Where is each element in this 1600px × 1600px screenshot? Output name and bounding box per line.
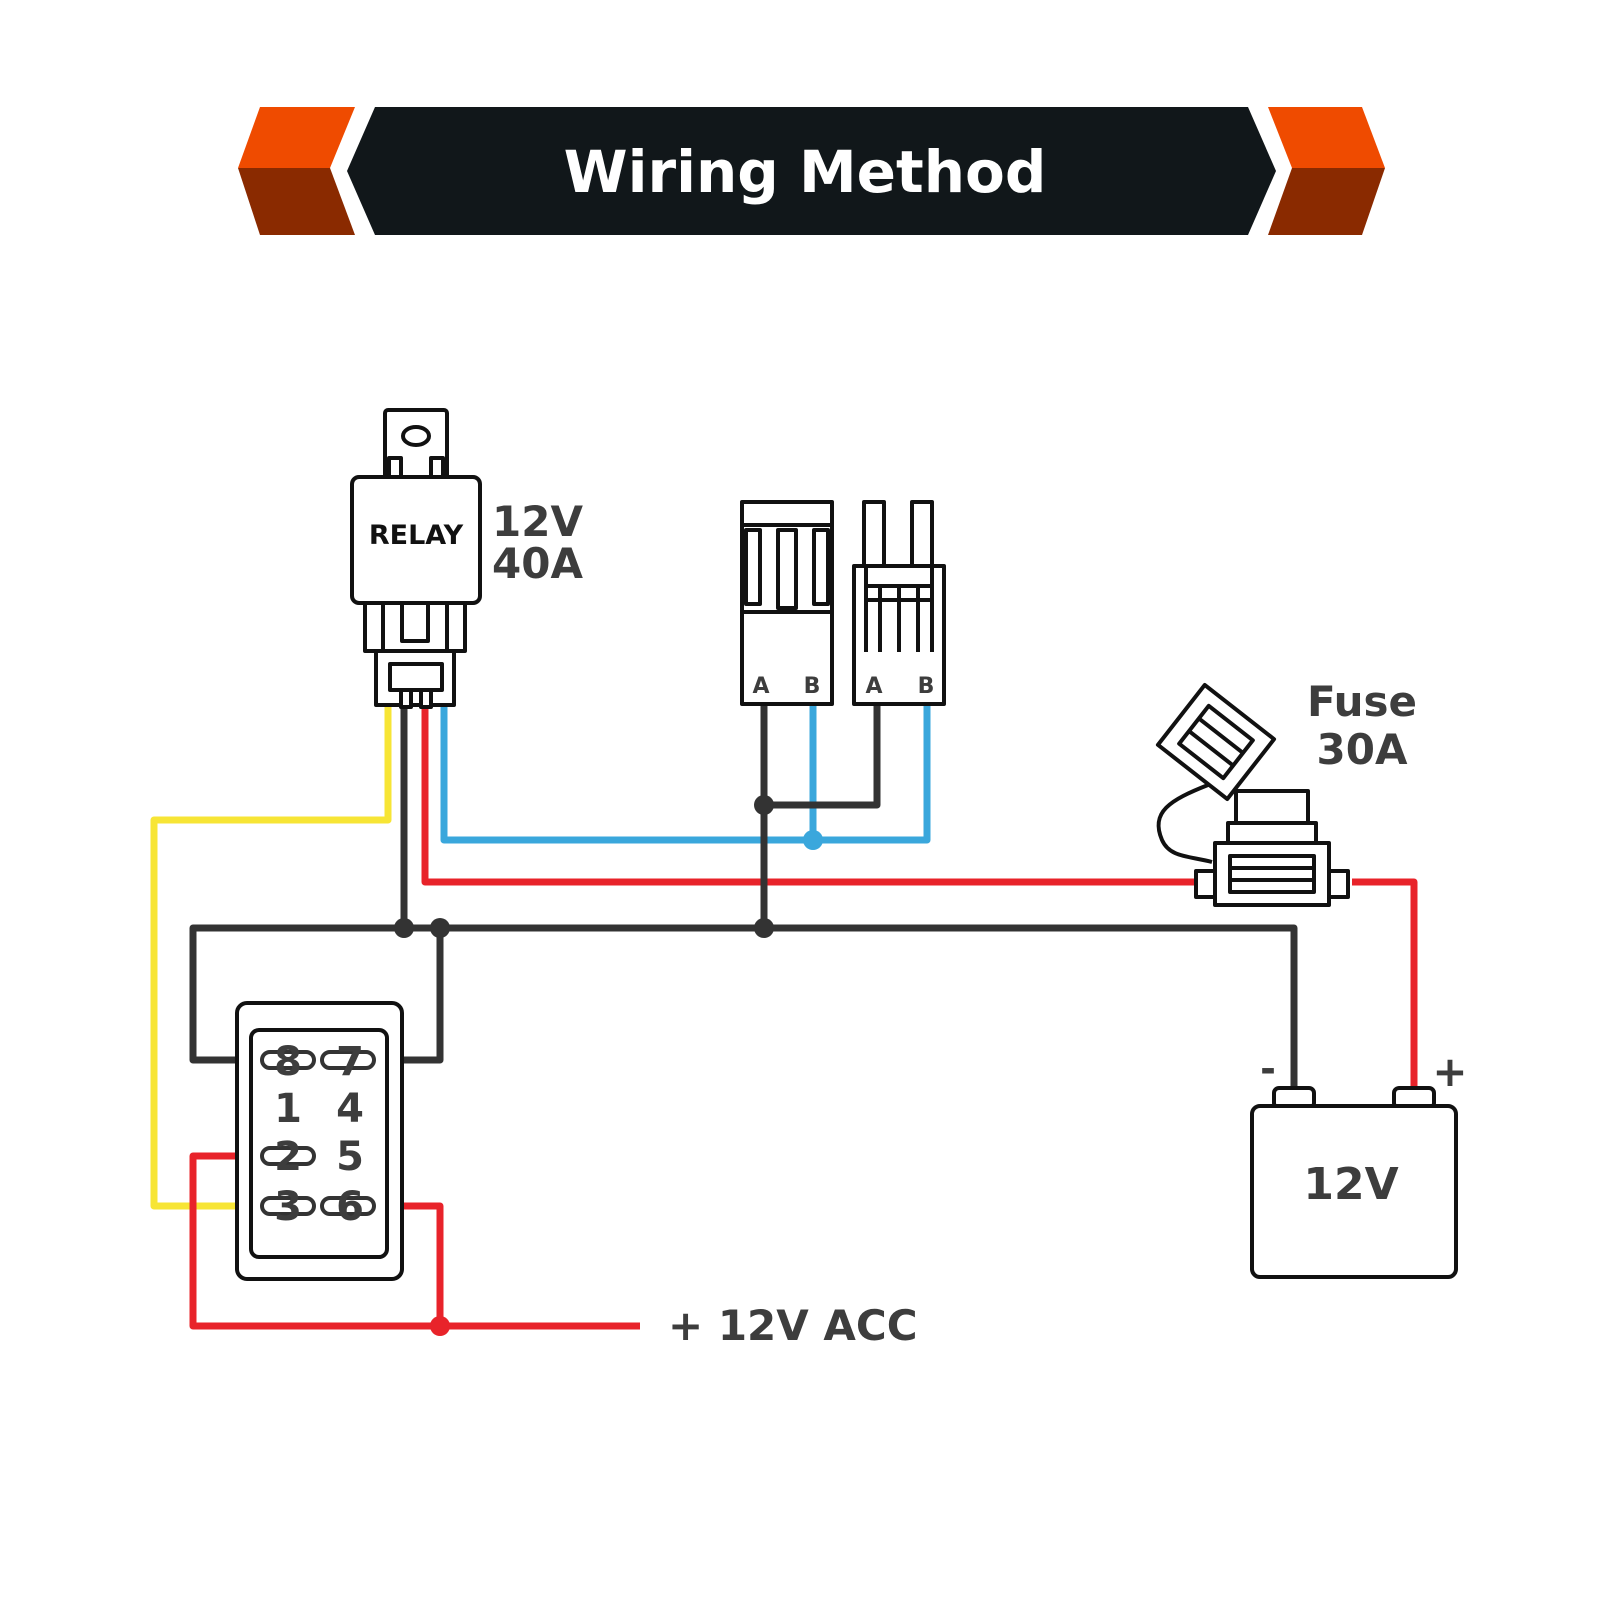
fuse-label: Fuse [1307, 677, 1417, 726]
junction-dot [754, 918, 774, 938]
banner-body [347, 107, 1276, 235]
relay-plug-pin [399, 688, 413, 709]
relay-current: 40A [492, 539, 583, 588]
fuse-end-right [1327, 869, 1350, 899]
pin-loop [320, 1196, 376, 1216]
switch-pin-6: 6 [336, 1184, 364, 1230]
junctions [394, 795, 823, 1336]
wire-red-acc [189, 1152, 640, 1330]
connector-right-blade [862, 500, 886, 570]
fuse-holder: Fuse 30A [1155, 677, 1417, 907]
relay-base-center [400, 601, 430, 643]
battery-neg-sign: - [1260, 1047, 1276, 1091]
connector-left-slot [812, 528, 830, 606]
fuse-end-left [1194, 869, 1217, 899]
switch-pin-2: 2 [274, 1134, 302, 1180]
wire-red-battery [1352, 878, 1418, 1090]
banner-title: Wiring Method [564, 138, 1047, 206]
pin-loop [260, 1146, 316, 1166]
fuse-rating: 30A [1317, 725, 1408, 774]
relay-voltage: 12V [492, 497, 583, 546]
wire-blue [440, 704, 931, 844]
connector-left-slot [744, 528, 762, 606]
fuse-cap-inner [1177, 703, 1255, 781]
fuse-mid-block [1226, 821, 1318, 845]
battery-label: 12V [1303, 1159, 1398, 1210]
junction-dot [754, 795, 774, 815]
relay: RELAY 12V 40A [350, 408, 583, 709]
connector-right-pin-b: B [918, 674, 935, 699]
fuse-cap-rib [1187, 729, 1235, 768]
switch-inner [249, 1028, 389, 1259]
fuse-window [1228, 854, 1316, 894]
wire-black-connector-right-a [764, 704, 881, 809]
switch-pin-3: 3 [274, 1184, 302, 1230]
connector-left-pin-b: B [804, 674, 821, 699]
battery-body [1250, 1104, 1458, 1279]
fuse-top-block [1234, 789, 1310, 825]
connector-right-blade [910, 500, 934, 570]
connector-left-pin-a: A [752, 674, 769, 699]
banner-right-accent-top [1268, 107, 1385, 168]
switch-pin-1: 1 [274, 1086, 302, 1132]
pin-loop [260, 1050, 316, 1070]
connector-left: A B [740, 500, 834, 706]
relay-plug-pin [419, 688, 433, 709]
junction-dot [803, 830, 823, 850]
wire-yellow [150, 707, 392, 1210]
wires [150, 704, 1418, 1330]
pin-loop [260, 1196, 316, 1216]
banner-right-accent-bottom [1268, 168, 1385, 235]
connector-right: A B [852, 500, 946, 706]
wire-red-main [421, 707, 1198, 886]
fuse-cap-strap [1156, 783, 1213, 864]
relay-plug-inner [388, 662, 444, 692]
battery: 12V - + [1250, 1047, 1468, 1279]
junction-dot [430, 918, 450, 938]
fuse-cap-rib [1197, 716, 1245, 755]
relay-label: RELAY [369, 520, 464, 551]
switch-pin-7: 7 [336, 1039, 364, 1085]
switch-pin-8: 8 [274, 1039, 302, 1085]
rocker-switch: 8 7 1 4 2 5 3 6 [235, 1001, 404, 1281]
connector-right-pin-a: A [865, 674, 882, 699]
junction-dot [394, 918, 414, 938]
pin-loop [320, 1050, 376, 1070]
switch-pin-5: 5 [336, 1134, 364, 1180]
fuse-cap [1155, 682, 1277, 802]
battery-pos-sign: + [1432, 1047, 1467, 1096]
relay-mount-hole [401, 425, 431, 447]
banner-left-accent-top [238, 107, 355, 168]
switch-pin-loops [260, 1050, 376, 1216]
connector-left-slot [776, 528, 798, 610]
title-banner: Wiring Method [238, 107, 1385, 235]
banner-left-accent-bottom [238, 168, 355, 235]
wire-black-bus [189, 924, 1298, 1090]
junction-dot [430, 1316, 450, 1336]
acc-label: + 12V ACC [668, 1301, 918, 1350]
switch-pin-4: 4 [336, 1086, 364, 1132]
